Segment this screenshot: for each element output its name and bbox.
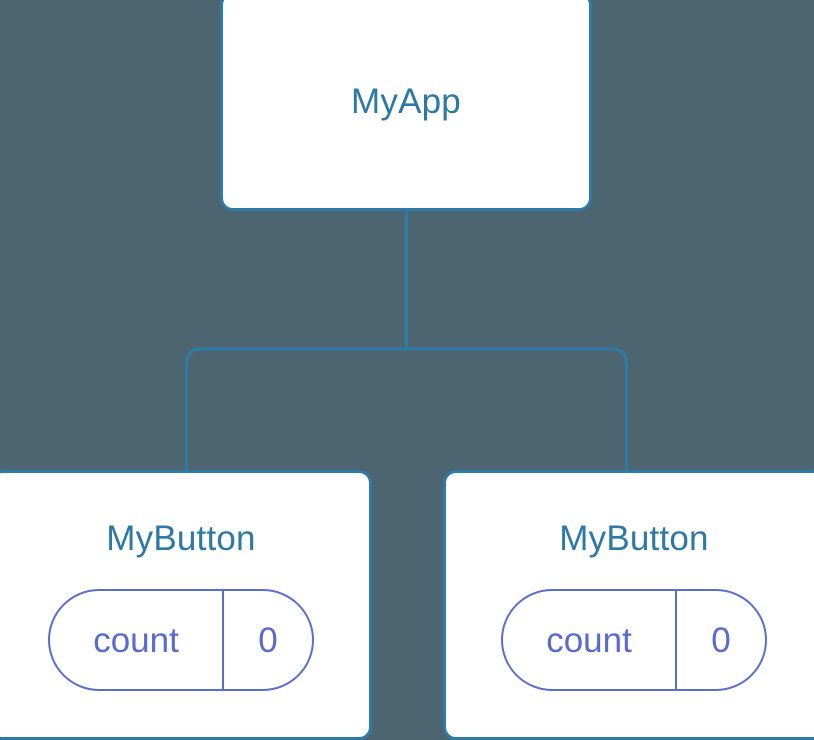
state-value: 0 — [675, 591, 765, 689]
node-child-1[interactable]: MyButton count 0 — [0, 470, 372, 740]
state-key: count — [93, 620, 179, 660]
connector-branch-left — [185, 347, 407, 472]
state-value: 0 — [222, 591, 312, 689]
node-root[interactable]: MyApp — [220, 0, 592, 211]
state-key: count — [546, 620, 632, 660]
node-child-1-title: MyButton — [106, 519, 256, 558]
node-child-2-title: MyButton — [559, 519, 709, 558]
node-child-2[interactable]: MyButton count 0 — [443, 470, 814, 740]
connector-branch-right — [406, 347, 628, 472]
node-root-title: MyApp — [351, 82, 461, 121]
node-child-2-state-pill[interactable]: count 0 — [501, 589, 767, 691]
node-child-1-state-pill[interactable]: count 0 — [48, 589, 314, 691]
